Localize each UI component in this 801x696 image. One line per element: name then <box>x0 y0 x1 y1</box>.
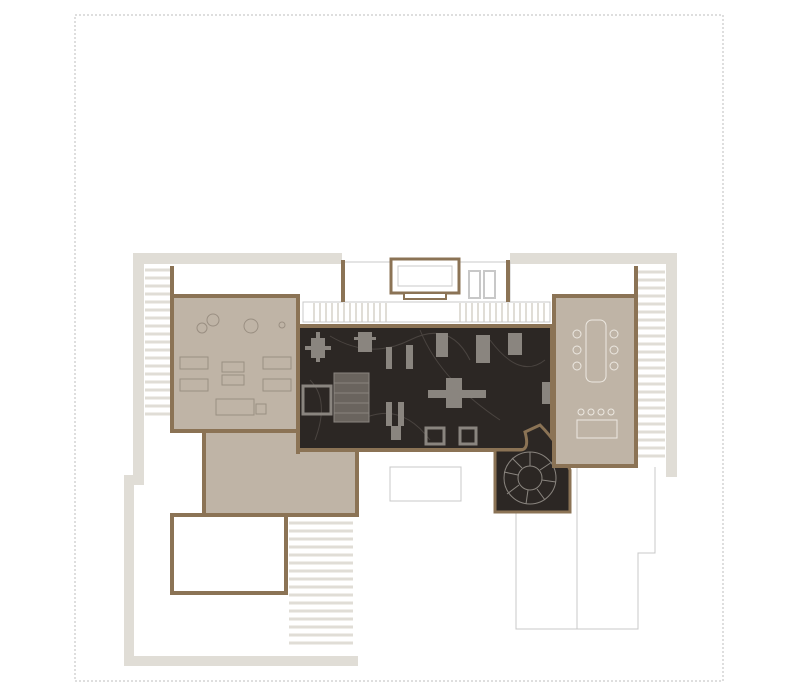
west-lounge <box>170 294 300 433</box>
sofa-icon <box>179 313 292 416</box>
site-boundary <box>74 14 724 682</box>
east-steps <box>638 270 665 458</box>
north-steps <box>313 303 545 322</box>
dining-table-icon <box>572 319 619 439</box>
weight-rack-icon <box>301 332 522 440</box>
terrace-walls <box>124 253 677 666</box>
north-skylight <box>389 257 496 300</box>
wall-segment <box>296 448 300 454</box>
treadmill-icon <box>333 372 370 423</box>
inner-wall-stubs <box>170 260 638 302</box>
south-steps <box>289 521 353 645</box>
spiral-stair-icon <box>493 423 572 514</box>
void-opening <box>170 513 288 595</box>
exercise-machine-icon <box>424 378 550 446</box>
east-dining <box>552 294 638 468</box>
west-steps <box>145 268 171 416</box>
